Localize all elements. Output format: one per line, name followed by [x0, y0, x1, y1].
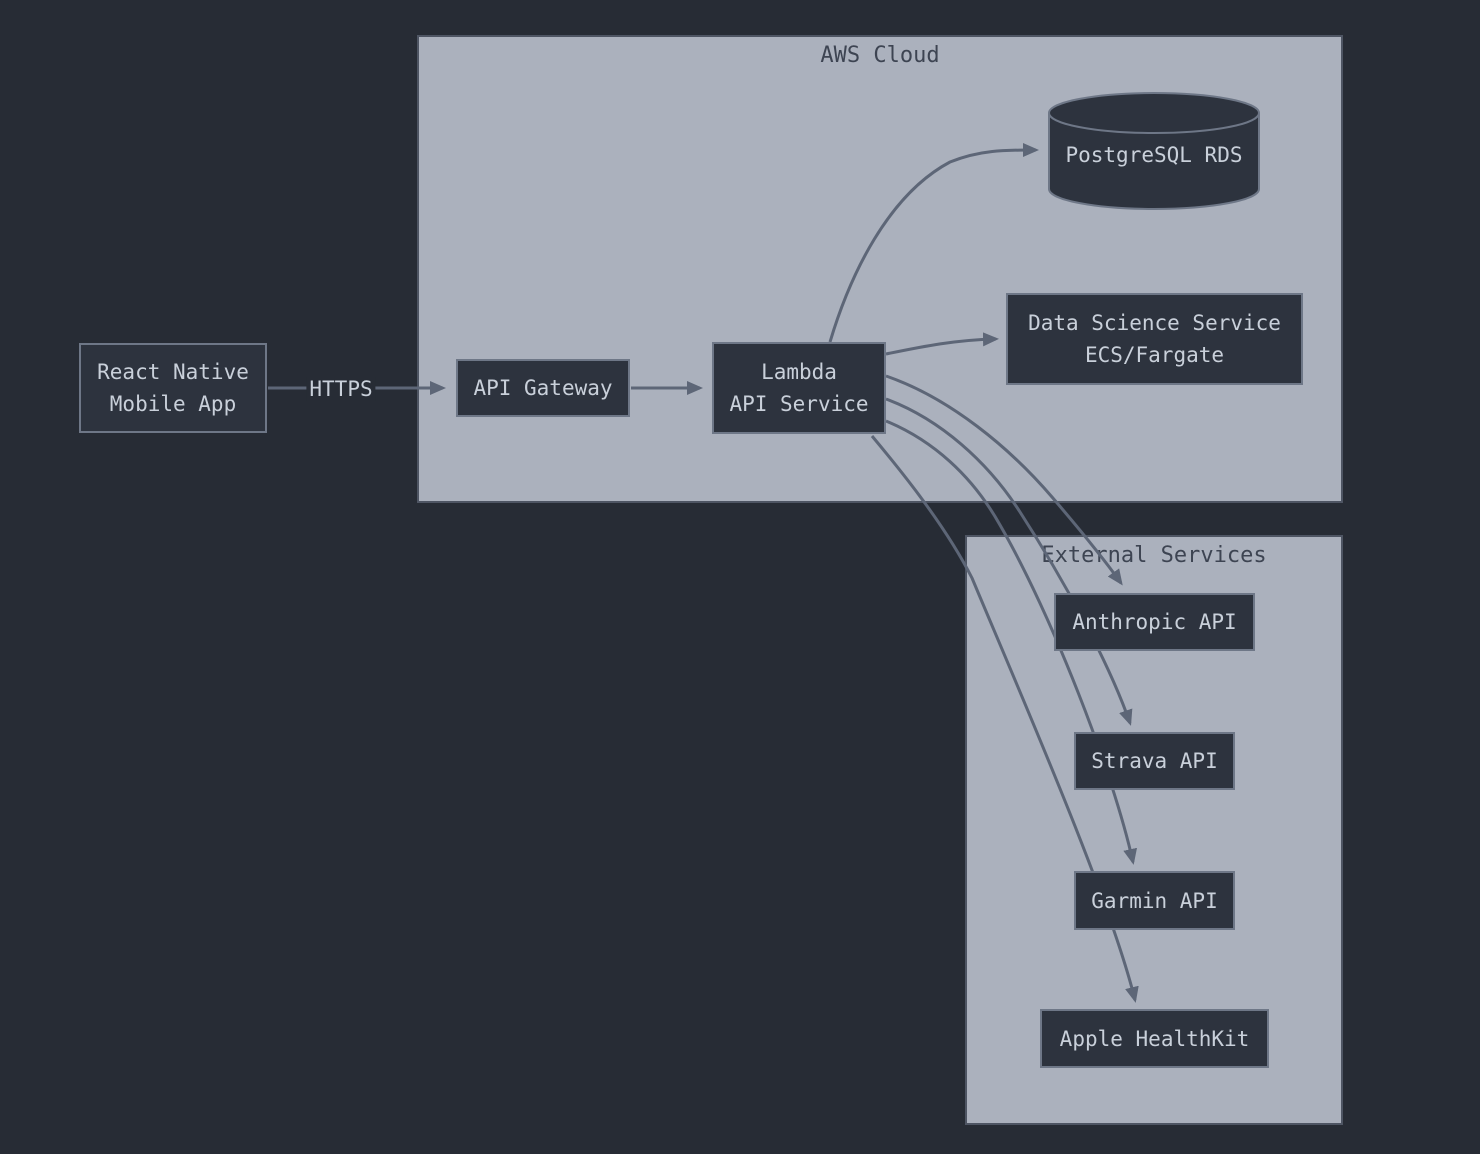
container-title-external-services: External Services: [1041, 543, 1267, 568]
node-data-science-service: Data Science Service ECS/Fargate: [1006, 293, 1303, 385]
node-label: PostgreSQL RDS: [1065, 143, 1243, 167]
node-label: Mobile App: [109, 392, 237, 416]
node-label: React Native: [97, 360, 249, 384]
node-label: Lambda: [761, 360, 837, 384]
node-anthropic-api: Anthropic API: [1054, 593, 1255, 651]
node-react-native-mobile-app: React Native Mobile App: [79, 343, 267, 433]
node-api-gateway: API Gateway: [456, 359, 630, 417]
container-title-aws-cloud: AWS Cloud: [820, 43, 940, 68]
node-strava-api: Strava API: [1074, 732, 1235, 790]
node-label: ECS/Fargate: [1084, 343, 1225, 367]
node-label: API Service: [729, 392, 869, 416]
node-label: API Gateway: [473, 376, 613, 400]
node-lambda-api-service: Lambda API Service: [712, 342, 886, 434]
node-label: Data Science Service: [1028, 311, 1281, 335]
database-cylinder-icon: [1048, 92, 1260, 210]
node-label: Strava API: [1091, 749, 1218, 773]
node-label: Anthropic API: [1072, 610, 1237, 634]
node-label: Apple HealthKit: [1059, 1026, 1250, 1051]
node-apple-healthkit: Apple HealthKit: [1040, 1009, 1269, 1068]
edge-label-https: HTTPS: [306, 377, 376, 401]
node-postgresql-rds: PostgreSQL RDS: [1046, 90, 1262, 212]
node-label: Garmin API: [1091, 888, 1218, 913]
node-garmin-api: Garmin API: [1074, 871, 1235, 930]
